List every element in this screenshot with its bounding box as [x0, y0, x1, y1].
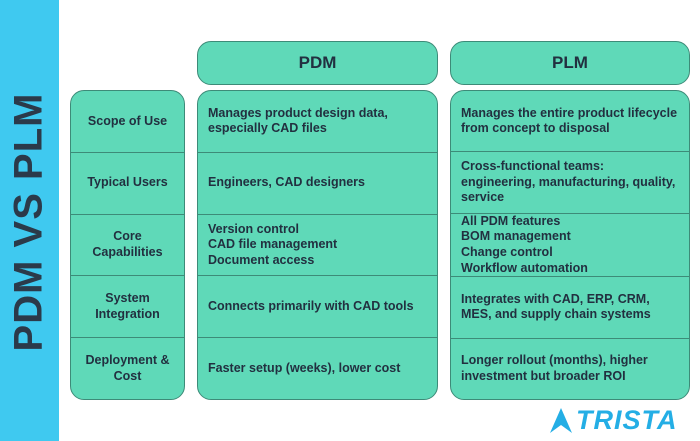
pdm-cell: Engineers, CAD designers — [198, 151, 437, 214]
plm-users: Cross-functional teams: engineering, man… — [461, 159, 676, 205]
pdm-integration: Connects primarily with CAD tools — [208, 298, 414, 313]
label-deployment: Deployment & Cost — [85, 352, 170, 383]
pdm-users: Engineers, CAD designers — [208, 175, 365, 190]
label-cell: Core Capabilities — [71, 213, 184, 276]
pdm-capabilities: Version control CAD file management Docu… — [208, 221, 338, 267]
pdm-cell: Faster setup (weeks), lower cost — [198, 337, 437, 399]
header-plm: PLM — [450, 41, 690, 85]
plm-cell: Longer rollout (months), higher investme… — [451, 337, 689, 399]
label-capabilities: Core Capabilities — [92, 229, 163, 259]
logo-text: TRISTA — [576, 404, 678, 435]
label-integration: System Integration — [95, 291, 160, 321]
side-title: PDM VS PLM — [6, 92, 51, 352]
header-pdm-label: PDM — [298, 53, 337, 72]
plm-cell: All PDM features BOM management Change c… — [451, 212, 689, 277]
label-column: Scope of Use Typical Users Core Capabili… — [70, 90, 185, 400]
header-pdm: PDM — [197, 41, 438, 85]
pdm-cell: Manages product design data, especially … — [198, 91, 437, 152]
label-users: Typical Users — [87, 175, 168, 190]
plm-cell: Integrates with CAD, ERP, CRM, MES, and … — [451, 276, 689, 337]
side-bar: PDM VS PLM — [0, 0, 59, 441]
plm-column: Manages the entire product lifecycle fro… — [450, 90, 690, 400]
label-cell: Deployment & Cost — [71, 337, 184, 399]
label-cell: Typical Users — [71, 151, 184, 214]
plm-scope: Manages the entire product lifecycle fro… — [461, 105, 678, 136]
pdm-cell: Connects primarily with CAD tools — [198, 275, 437, 337]
pdm-deployment: Faster setup (weeks), lower cost — [208, 360, 401, 375]
pdm-cell: Version control CAD file management Docu… — [198, 213, 437, 276]
pdm-column: Manages product design data, especially … — [197, 90, 438, 400]
header-plm-label: PLM — [552, 53, 588, 72]
plm-cell: Manages the entire product lifecycle fro… — [451, 91, 689, 151]
label-cell: System Integration — [71, 275, 184, 337]
label-scope: Scope of Use — [87, 113, 168, 128]
plm-cell: Cross-functional teams: engineering, man… — [451, 151, 689, 212]
label-cell: Scope of Use — [71, 91, 184, 152]
plm-integration: Integrates with CAD, ERP, CRM, MES, and … — [461, 291, 651, 322]
logo-arrow-icon — [550, 408, 572, 433]
pdm-scope: Manages product design data, especially … — [208, 105, 388, 136]
plm-deployment: Longer rollout (months), higher investme… — [461, 353, 648, 383]
plm-capabilities: All PDM features BOM management Change c… — [461, 213, 588, 275]
tristar-logo: TRISTA — [546, 404, 678, 436]
